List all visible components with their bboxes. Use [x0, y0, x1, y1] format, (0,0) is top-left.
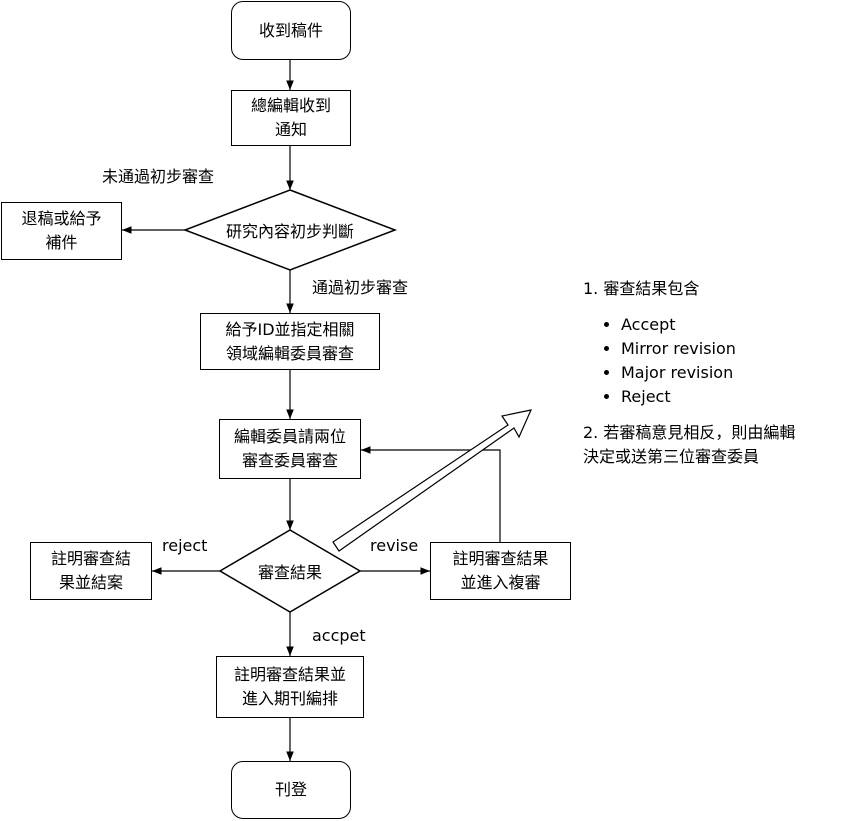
- node-accept-schedule: 註明審查結果並 進入期刊編排: [216, 656, 364, 718]
- node-assign-line2: 領域編輯委員審查: [225, 343, 354, 363]
- edge-label-accept: accpet: [312, 626, 366, 645]
- node-revise-line1: 註明審查結果: [452, 549, 549, 568]
- node-return-or-supplement: 退稿或給予 補件: [1, 202, 122, 260]
- edge-label-not-pass: 未通過初步審查: [102, 167, 215, 186]
- node-accept-line1: 註明審查結果並: [233, 665, 346, 684]
- node-accept-line2: 進入期刊編排: [241, 689, 338, 708]
- node-reject-line2: 果並結案: [58, 573, 123, 592]
- note-bullet-accept: Accept: [621, 313, 851, 337]
- edge-label-reject: reject: [162, 536, 208, 555]
- node-assign: 給予ID並指定相關 領域編輯委員審查: [200, 313, 380, 370]
- arrow-revise-back-to-invite: [361, 446, 501, 542]
- note-bullet-major-revision: Major revision: [621, 361, 851, 385]
- node-publish-text: 刊登: [274, 780, 307, 799]
- node-editor-notified-line2: 通知: [274, 120, 307, 139]
- node-preliminary-text: 研究內容初步判斷: [225, 222, 355, 241]
- note-item-2-line2: 決定或送第三位審查委員: [583, 447, 760, 466]
- node-start-text: 收到稿件: [258, 20, 323, 40]
- node-start: 收到稿件: [231, 1, 351, 60]
- node-preliminary: 研究內容初步判斷: [226, 218, 354, 242]
- decision-diamond-review-result: [218, 529, 362, 613]
- note-item-2-line1: 2. 若審稿意見相反，則由編輯: [583, 423, 796, 442]
- node-review-result: 審查結果: [258, 559, 322, 583]
- node-revise-rereview: 註明審查結果 並進入複審: [430, 542, 571, 600]
- node-assign-line1: 給予ID並指定相關: [225, 319, 355, 339]
- decision-diamond-preliminary: [182, 189, 398, 271]
- node-invite-line1: 編輯委員請兩位: [233, 427, 346, 446]
- node-reject-close: 註明審查結 果並結案: [30, 542, 152, 600]
- node-return-line1: 退稿或給予: [21, 209, 102, 228]
- node-editor-notified-line1: 總編輯收到: [250, 96, 331, 115]
- node-invite-line2: 審查委員審查: [241, 451, 338, 470]
- node-revise-line2: 並進入複審: [460, 573, 541, 592]
- note-bullet-reject: Reject: [621, 385, 851, 409]
- node-reject-line1: 註明審查結: [50, 549, 131, 568]
- node-review-result-text: 審查結果: [257, 563, 323, 582]
- node-return-line2: 補件: [45, 233, 78, 252]
- node-publish: 刊登: [231, 761, 351, 819]
- edge-label-revise: revise: [370, 536, 419, 555]
- node-editor-notified: 總編輯收到 通知: [231, 90, 351, 146]
- node-invite-reviewers: 編輯委員請兩位 審查委員審查: [219, 419, 361, 479]
- note-bullet-mirror-revision: Mirror revision: [621, 337, 851, 361]
- notes-panel: 1. 審查結果包含 Accept Mirror revision Major r…: [583, 277, 851, 469]
- note-bullet-list: Accept Mirror revision Major revision Re…: [583, 313, 851, 409]
- callout-block-arrow: [332, 409, 533, 552]
- note-item-1: 1. 審查結果包含: [583, 279, 700, 298]
- note-item-2: 2. 若審稿意見相反，則由編輯 決定或送第三位審查委員: [583, 421, 851, 469]
- edge-label-pass: 通過初步審查: [312, 278, 409, 297]
